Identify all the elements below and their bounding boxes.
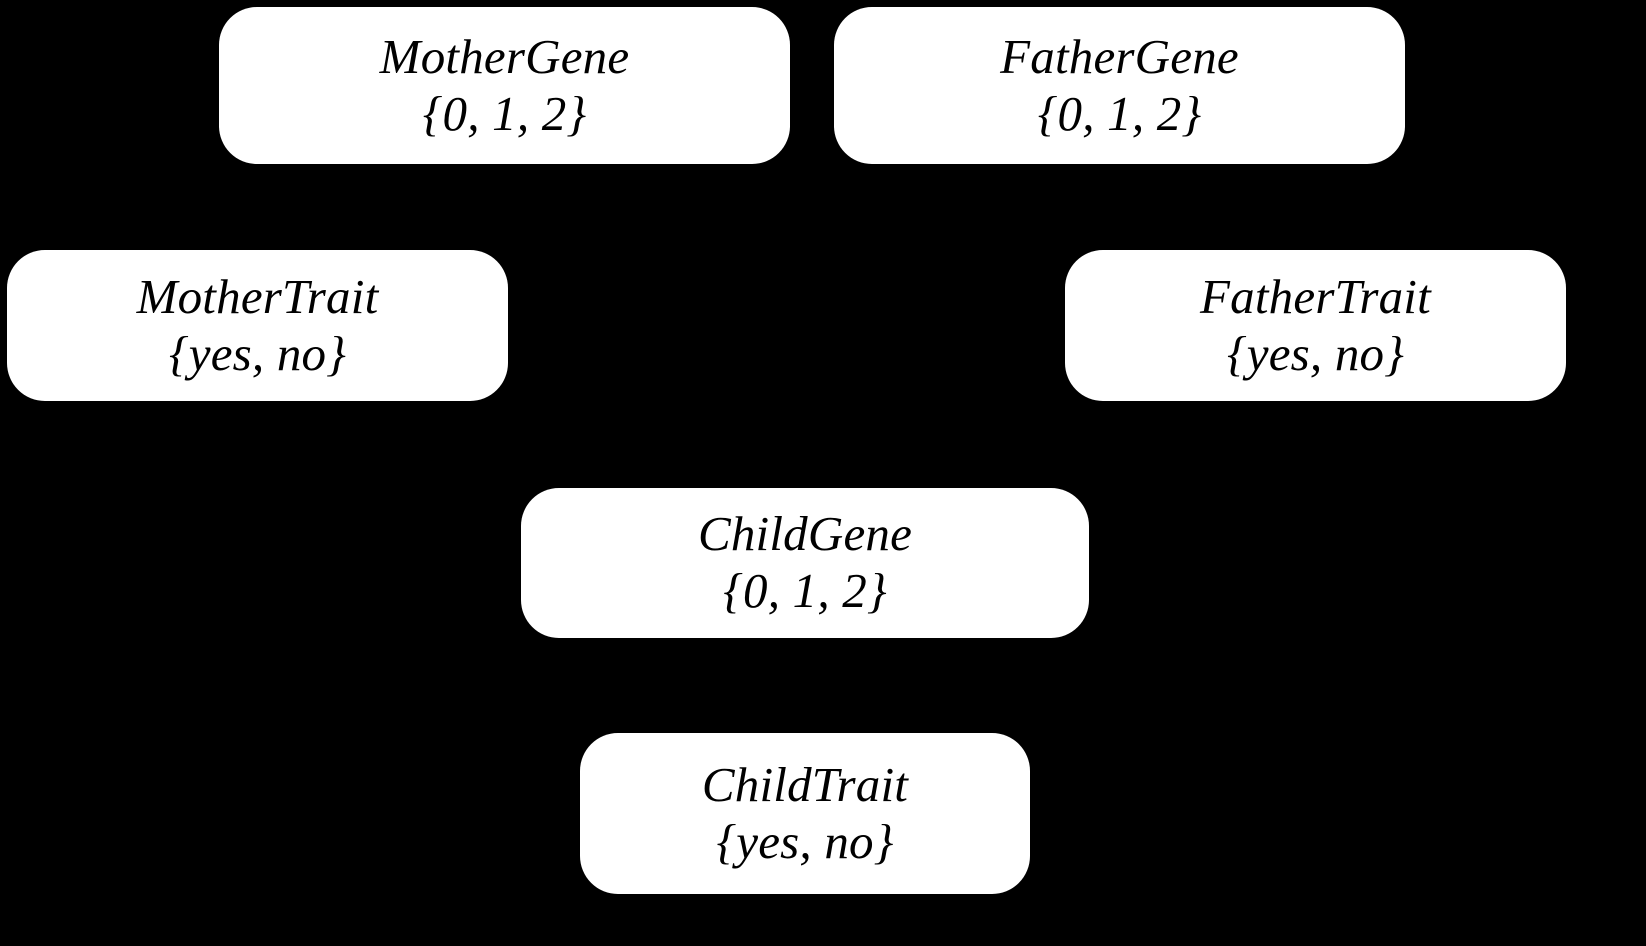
node-label: ChildGene [697,506,913,562]
node-mother-gene[interactable]: MotherGene {0, 1, 2} [219,7,790,164]
node-label: FatherGene [1000,28,1239,84]
node-label: MotherGene [379,28,630,84]
node-label: ChildTrait [701,756,909,812]
node-domain: {yes, no} [1226,325,1405,381]
node-child-trait[interactable]: ChildTrait {yes, no} [580,733,1030,894]
node-child-gene[interactable]: ChildGene {0, 1, 2} [521,488,1089,638]
node-domain: {yes, no} [168,325,347,381]
node-domain: {0, 1, 2} [422,85,587,141]
node-label: MotherTrait [136,268,379,324]
node-label: FatherTrait [1200,268,1431,324]
node-mother-trait[interactable]: MotherTrait {yes, no} [7,250,508,401]
node-domain: {yes, no} [716,813,894,869]
node-domain: {0, 1, 2} [723,563,887,618]
node-father-trait[interactable]: FatherTrait {yes, no} [1065,250,1566,401]
node-father-gene[interactable]: FatherGene {0, 1, 2} [834,7,1405,164]
node-domain: {0, 1, 2} [1037,85,1202,141]
